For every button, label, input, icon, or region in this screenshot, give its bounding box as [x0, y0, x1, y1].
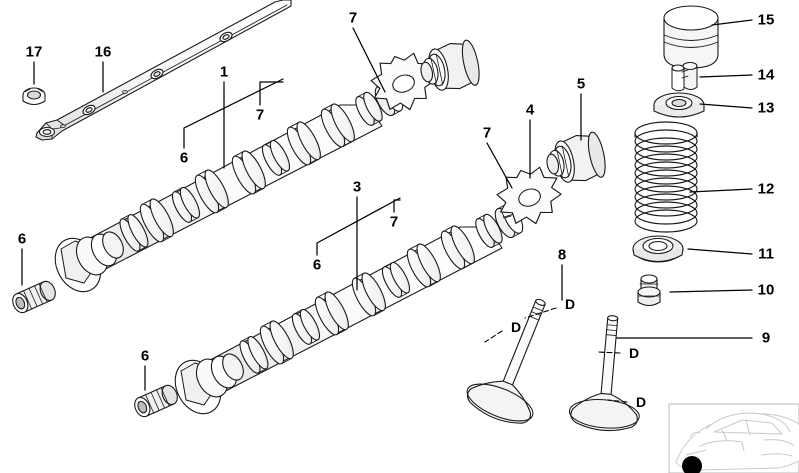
callout-c5: 5 [576, 75, 586, 93]
leader-line-14 [699, 74, 753, 78]
dimension-d2: D [510, 319, 522, 335]
callout-c11: 11 [758, 245, 774, 263]
callout-c4: 4 [525, 101, 535, 119]
part-self-locking-nut [22, 87, 46, 106]
callout-c12: 12 [757, 180, 775, 198]
part-sensor-cover-lower [546, 131, 606, 183]
part-spring-upper-plate [653, 92, 705, 118]
callout-c6a: 6 [179, 149, 189, 167]
callout-c7c: 7 [389, 213, 399, 231]
leader-line-13 [699, 103, 753, 109]
part-seal-plug-b [134, 384, 178, 418]
callout-c10: 10 [757, 281, 775, 299]
dimension-d4: D [635, 394, 647, 410]
part-bucket-tappet [663, 5, 719, 69]
dimension-leader-d1 [524, 307, 557, 319]
part-sensor-cover-upper [420, 39, 480, 91]
dimension-d3: D [628, 345, 640, 361]
callout-c16: 16 [94, 43, 112, 61]
leader-line-6 [316, 197, 401, 256]
part-seal-plug-a [12, 280, 56, 314]
callout-c6b: 6 [312, 256, 322, 274]
part-exhaust-camshaft [174, 203, 524, 415]
part-intake-valve [466, 298, 546, 424]
part-shaft-rail [35, 0, 292, 141]
part-exhaust-valve [568, 315, 640, 432]
dimension-d1: D [564, 296, 576, 312]
callout-c7b: 7 [348, 9, 358, 27]
leader-line-7 [393, 199, 401, 213]
part-spring-lower-plate [632, 235, 684, 263]
leader-line-12 [689, 188, 753, 193]
leader-line-7 [259, 81, 284, 106]
leader-line-7 [486, 142, 513, 189]
dimension-leader-d3 [597, 351, 621, 354]
leader-line-11 [687, 248, 753, 255]
callout-c9: 9 [761, 329, 771, 347]
leader-line-6 [183, 78, 284, 149]
callout-c13: 13 [757, 99, 775, 117]
dimension-leader-d4 [607, 399, 628, 403]
dimension-leaders [484, 307, 628, 403]
callout-c7a: 7 [255, 106, 265, 124]
callout-c3: 3 [352, 178, 362, 196]
part-valve-spring [634, 121, 698, 233]
leader-line-15 [711, 19, 753, 26]
part-impulse-wheel-upper [370, 52, 436, 111]
callout-c8: 8 [557, 246, 567, 264]
callout-c6c: 6 [17, 230, 27, 248]
leader-line-10 [669, 289, 753, 293]
callout-c6d: 6 [140, 347, 150, 365]
part-impulse-wheel-lower [496, 166, 562, 225]
dimension-leader-d2 [484, 330, 503, 343]
callout-c15: 15 [757, 11, 775, 29]
vehicle-inset [668, 403, 799, 473]
position-dot [682, 456, 702, 473]
leader-line-7 [352, 27, 386, 93]
part-intake-camshaft [54, 81, 404, 293]
callout-c7d: 7 [482, 124, 492, 142]
part-valve-stem-seal [637, 274, 661, 307]
callout-leaders [21, 19, 753, 391]
callout-c14: 14 [757, 66, 775, 84]
part-valve-collets [671, 61, 698, 92]
callout-c1: 1 [219, 63, 229, 81]
callout-c17: 17 [25, 43, 43, 61]
